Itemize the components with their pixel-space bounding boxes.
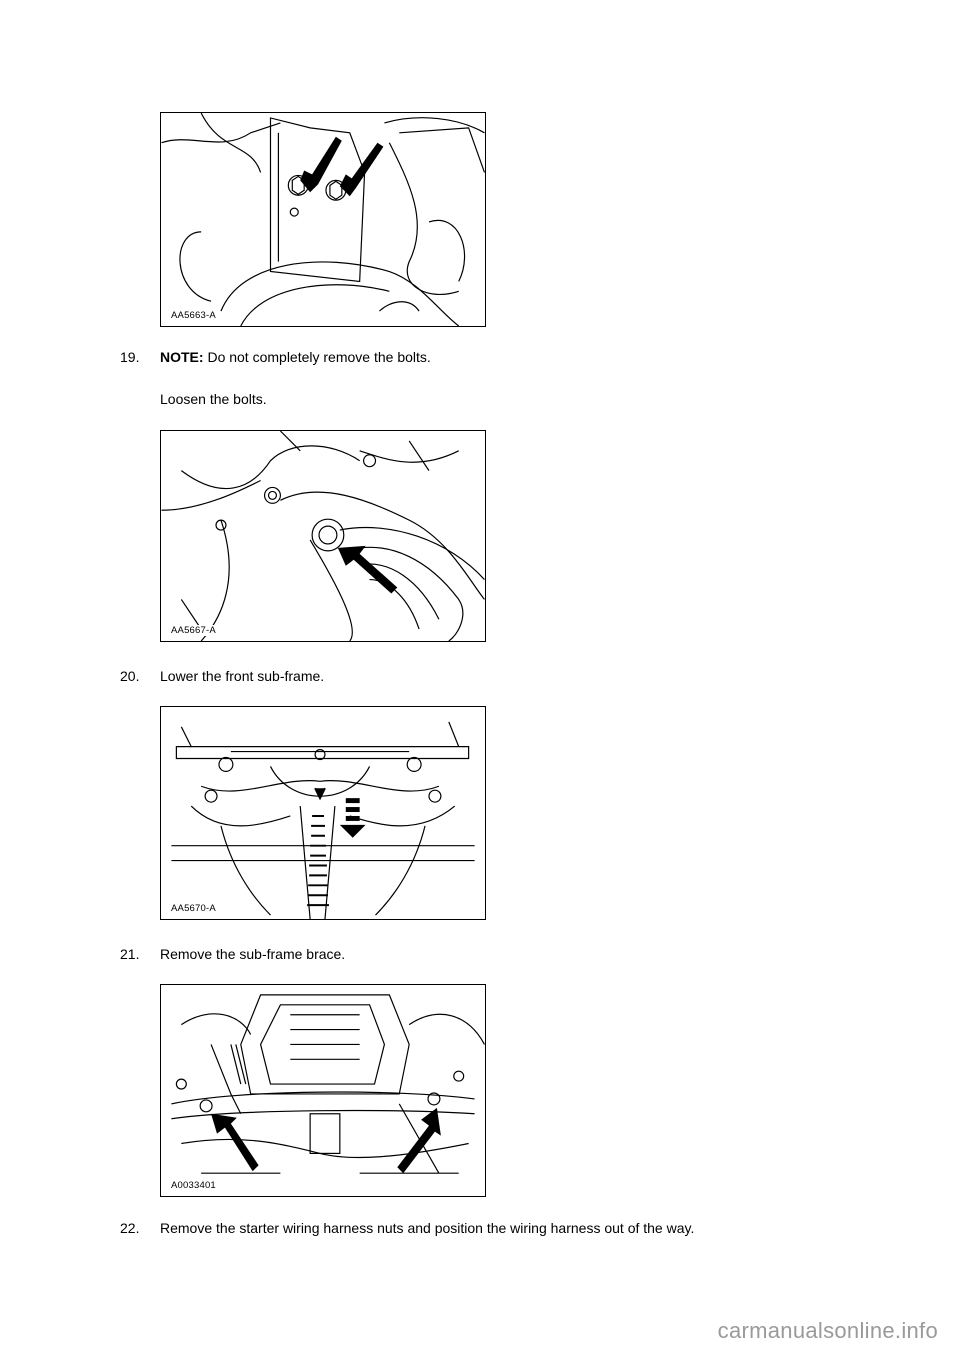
figure-label: A0033401 [169, 1180, 218, 1191]
figure-label: AA5663-A [169, 310, 218, 321]
step-number: 22. [120, 1220, 140, 1236]
step-number: 20. [120, 668, 140, 684]
figure-bolts-bracket: AA5663-A [160, 112, 486, 327]
figure-label: AA5667-A [169, 625, 218, 636]
illustration-lower-subframe [171, 721, 475, 919]
step-text: Loosen the bolts. [160, 391, 267, 407]
step-number: 21. [120, 946, 140, 962]
watermark: carmanualsonline.info [717, 1318, 938, 1343]
figure-subframe-brace: A0033401 [160, 984, 486, 1197]
step-text: Remove the starter wiring harness nuts a… [160, 1220, 695, 1236]
step-note: NOTE: Do not completely remove the bolts… [160, 349, 431, 365]
illustration-subframe-bolt [161, 431, 485, 641]
figure-lower-subframe: AA5670-A [160, 706, 486, 920]
figure-subframe-bolt: AA5667-A [160, 430, 486, 642]
illustration-subframe-brace [171, 994, 485, 1174]
note-text: Do not completely remove the bolts. [203, 349, 431, 365]
step-text: Lower the front sub-frame. [160, 668, 325, 684]
illustration-bracket-bolts [161, 113, 485, 326]
step-text: Remove the sub-frame brace. [160, 946, 346, 962]
figure-label: AA5670-A [169, 903, 218, 914]
step-number: 19. [120, 349, 140, 365]
note-label: NOTE: [160, 349, 204, 365]
